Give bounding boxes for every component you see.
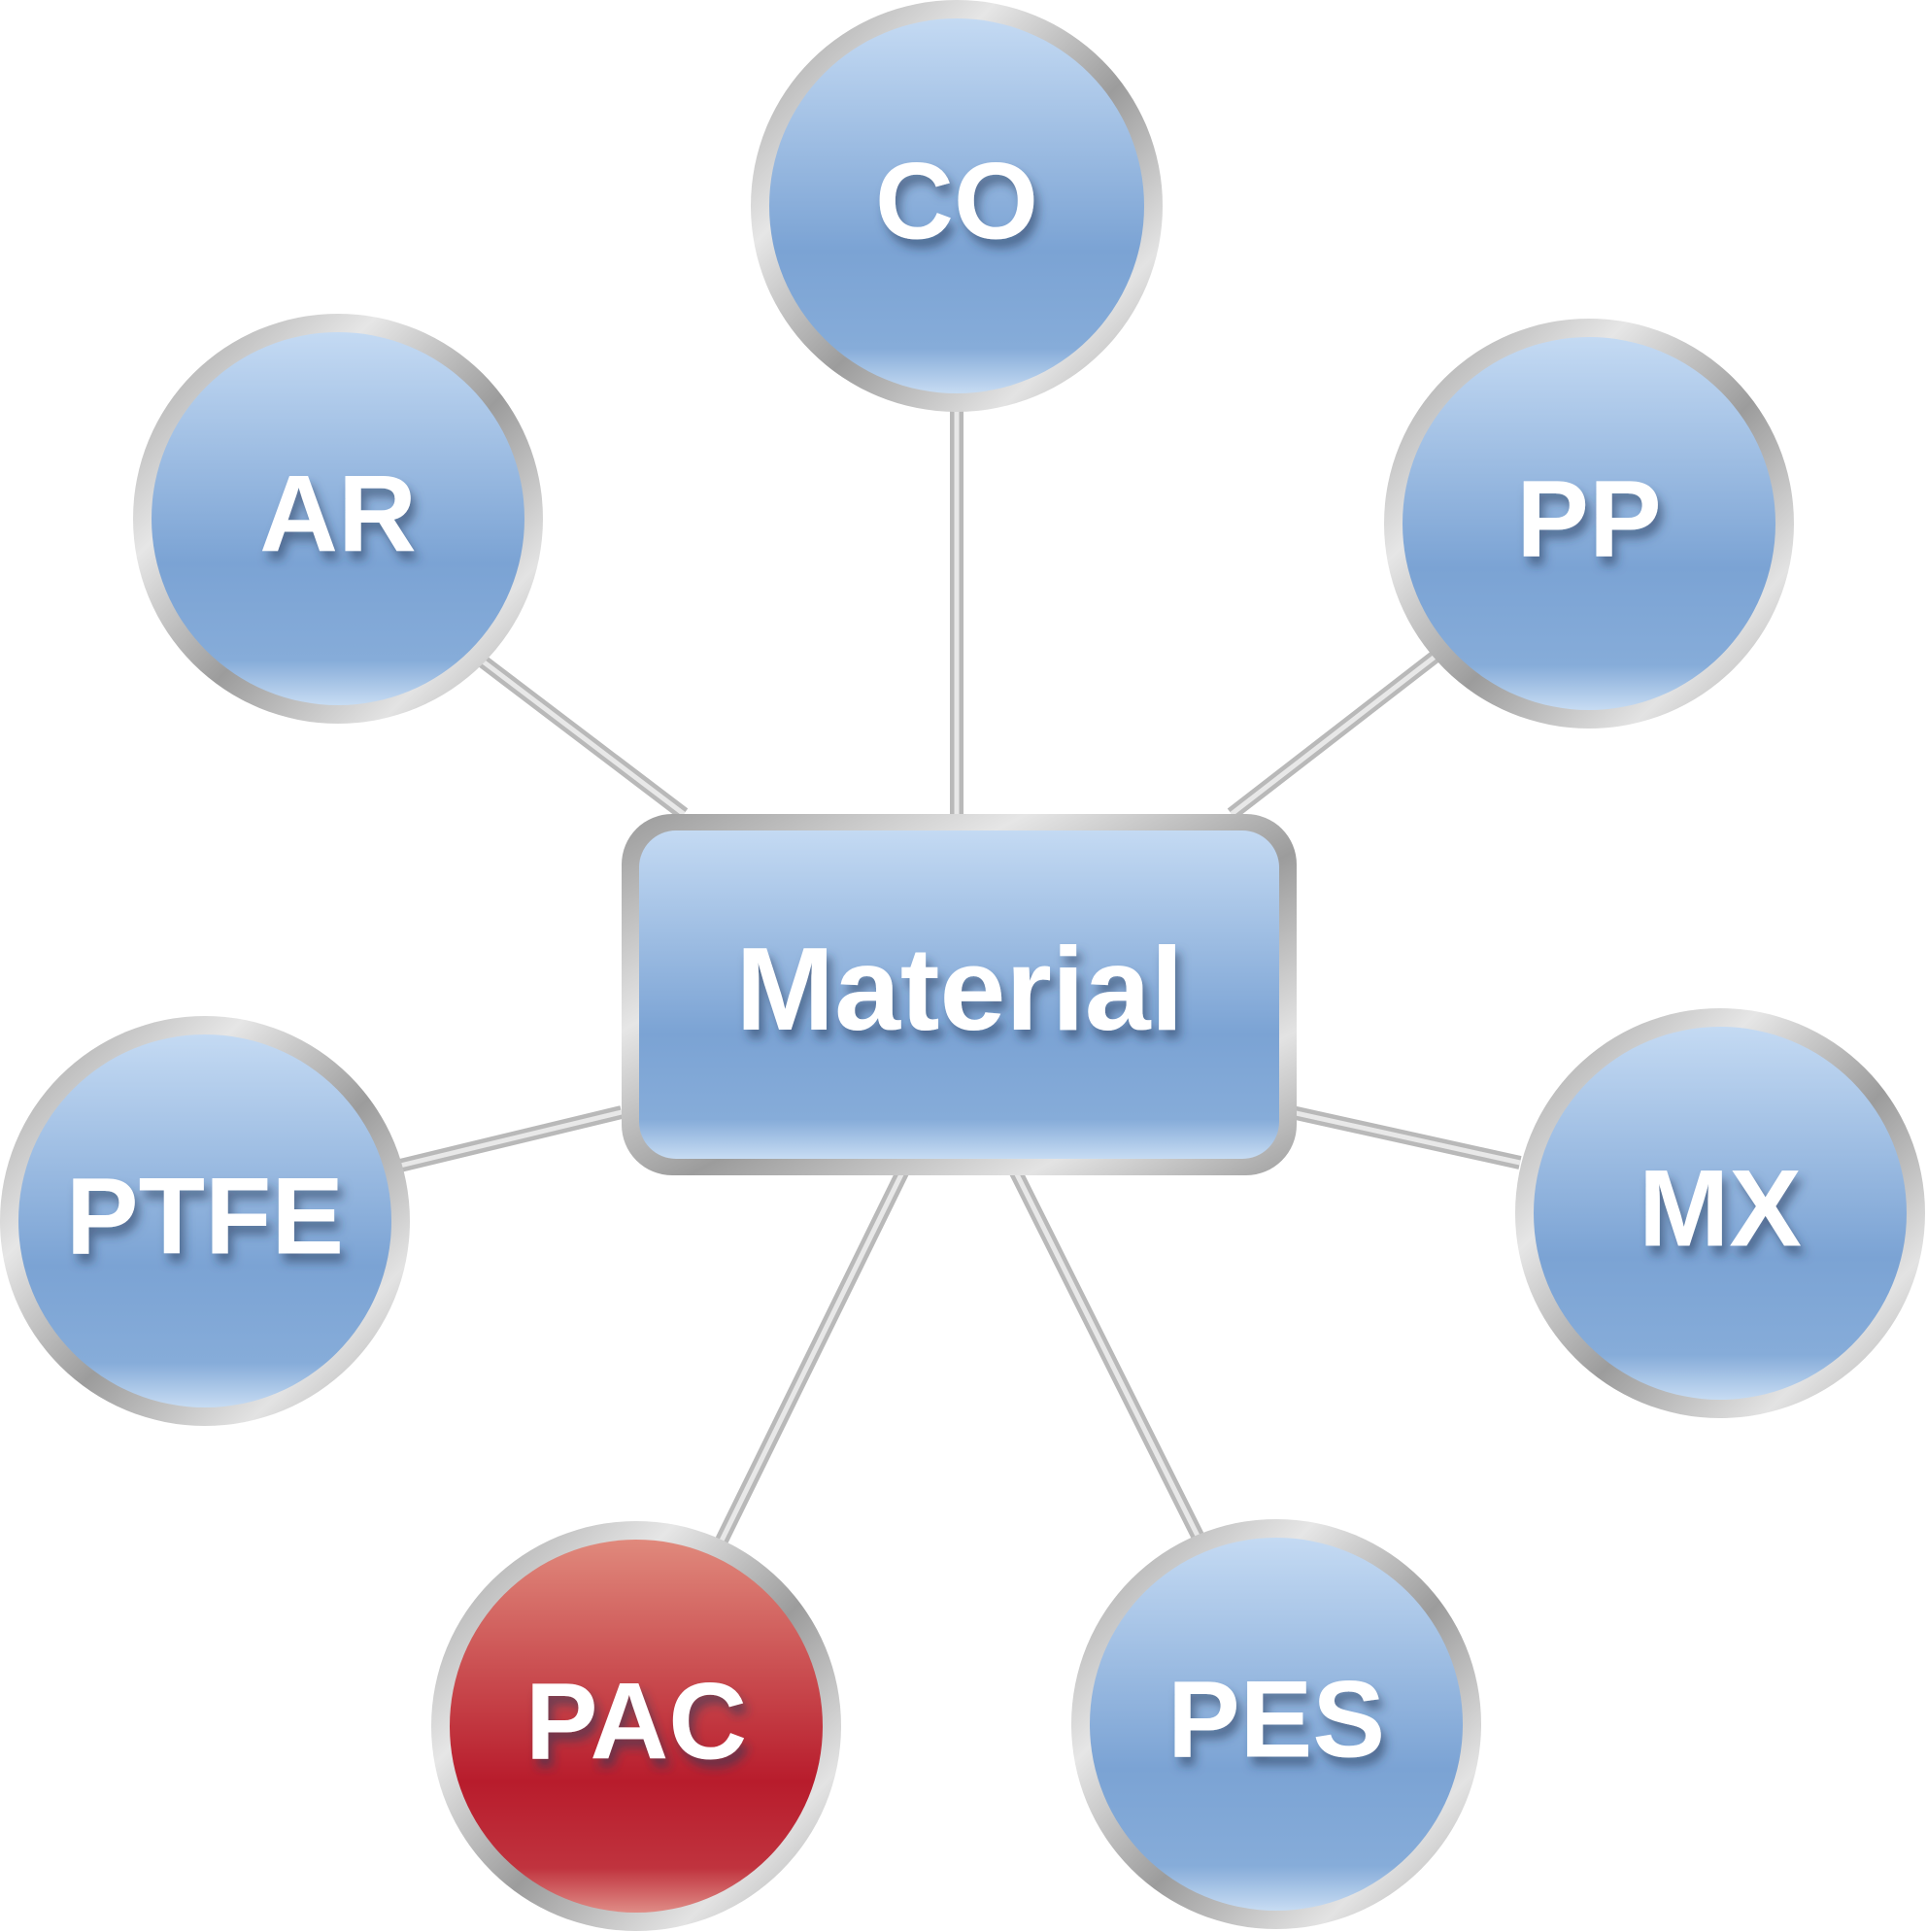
center-node-fill xyxy=(639,830,1279,1159)
connector-pp-highlight xyxy=(1230,653,1439,816)
center-node[interactable]: Material xyxy=(622,814,1297,1175)
node-co-fill xyxy=(769,18,1144,393)
node-pp-fill xyxy=(1403,337,1775,710)
node-co[interactable]: CO xyxy=(751,0,1163,412)
node-mx-label: MX xyxy=(1639,1148,1802,1270)
connector-mx-highlight xyxy=(1291,1109,1521,1166)
node-pes-label: PES xyxy=(1167,1659,1385,1780)
node-pp[interactable]: PP xyxy=(1384,319,1794,729)
center-node-label: Material xyxy=(735,923,1183,1055)
node-ptfe-fill xyxy=(18,1034,391,1407)
node-pes-fill xyxy=(1090,1538,1463,1911)
node-pac-fill xyxy=(450,1540,823,1913)
node-ptfe-label: PTFE xyxy=(66,1156,344,1277)
node-pac-label: PAC xyxy=(525,1661,747,1782)
node-ar[interactable]: AR xyxy=(133,314,543,724)
node-pes[interactable]: PES xyxy=(1071,1519,1481,1929)
node-co-label: CO xyxy=(875,141,1038,262)
connector-ar-highlight xyxy=(476,656,686,816)
connector-pac-highlight xyxy=(716,1169,906,1548)
node-pac[interactable]: PAC xyxy=(431,1521,841,1931)
node-ar-label: AR xyxy=(259,454,417,575)
connector-ptfe-highlight xyxy=(399,1109,623,1169)
node-mx-fill xyxy=(1534,1027,1907,1400)
connectors xyxy=(398,408,1522,1550)
node-ptfe[interactable]: PTFE xyxy=(0,1016,410,1426)
node-pp-label: PP xyxy=(1516,458,1661,580)
node-mx[interactable]: MX xyxy=(1515,1008,1925,1418)
connector-pes-highlight xyxy=(1012,1169,1202,1542)
node-ar-fill xyxy=(152,332,524,705)
